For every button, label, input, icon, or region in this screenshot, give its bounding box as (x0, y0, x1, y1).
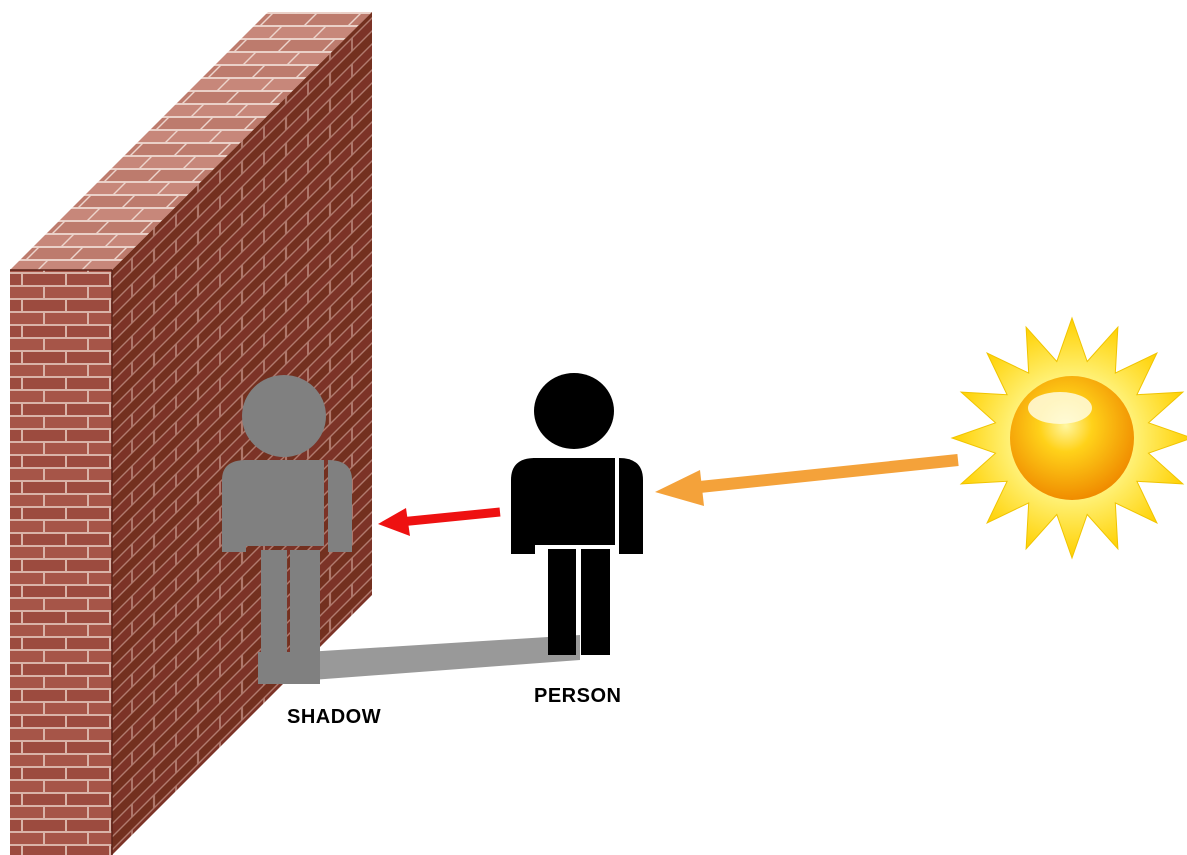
wall-top-face (10, 12, 372, 270)
sun-icon (950, 316, 1187, 560)
shadow-figure-icon (222, 375, 352, 684)
person-figure-icon (511, 373, 643, 655)
wall-front-face (10, 270, 112, 855)
person-label: PERSON (534, 685, 622, 707)
light-ray-arrow (655, 454, 959, 506)
shadow-label: SHADOW (287, 706, 382, 728)
shadow-direction-arrow (378, 507, 501, 536)
ground-shadow (258, 635, 580, 684)
